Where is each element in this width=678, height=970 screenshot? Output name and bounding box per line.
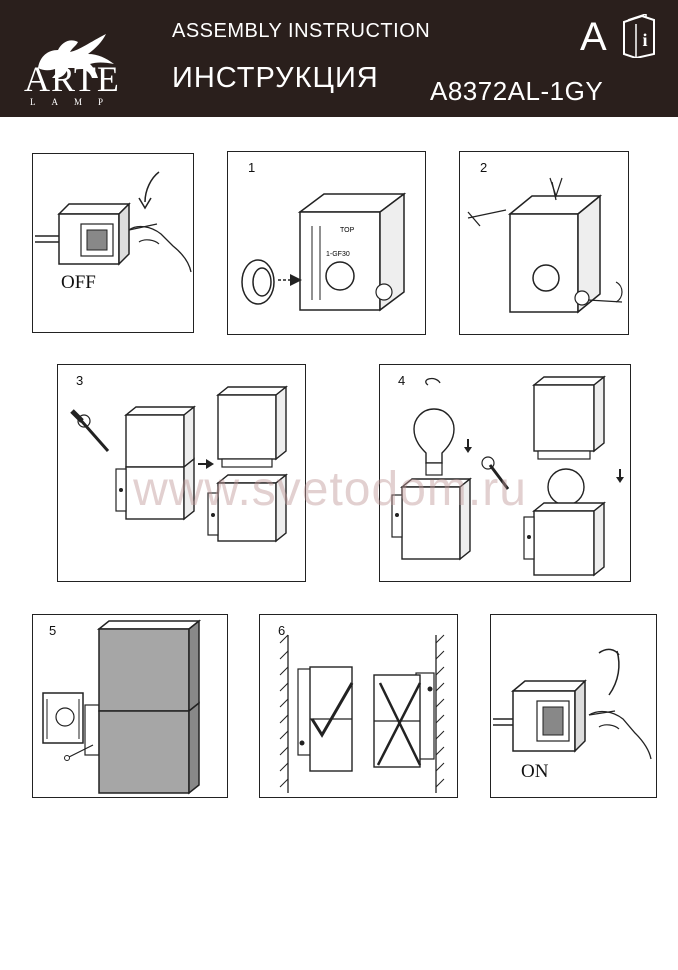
info-glyph: i [642, 30, 647, 50]
model-code: A8372AL-1GY [430, 76, 604, 106]
box-marking: 1-GF30 [326, 251, 350, 258]
step-number: 3 [76, 373, 84, 388]
step-4-panel: 4 [379, 364, 631, 582]
lamp-disassembly-illustration [70, 385, 288, 543]
step-number: 1 [248, 160, 256, 175]
step-number: 4 [398, 373, 406, 388]
step-off-panel: OFF [32, 153, 194, 333]
header-bar: ARTE LAMP ASSEMBLY INSTRUCTION ИНСТРУКЦИ… [0, 0, 678, 117]
step-2-panel: 2 [459, 151, 629, 335]
switch-on-illustration [493, 648, 652, 760]
top-marking: TOP [340, 227, 355, 234]
brand-subtitle: LAMP [30, 97, 120, 107]
step-3-panel: 3 [57, 364, 306, 582]
on-caption: ON [521, 761, 549, 782]
step-number: 2 [480, 160, 488, 175]
switch-off-illustration [35, 171, 192, 273]
bulb-install-illustration [391, 375, 624, 577]
watermark: www.svetodom.ru [133, 463, 527, 516]
griffin-logo-icon [38, 34, 114, 78]
step-on-panel: ON [490, 614, 657, 798]
title-english: ASSEMBLY INSTRUCTION [172, 20, 431, 42]
info-book-icon: i [623, 14, 655, 58]
off-caption: OFF [61, 272, 96, 293]
step-number: 6 [278, 623, 286, 638]
box-fixing-illustration [467, 177, 623, 314]
orientation-illustration [279, 634, 445, 793]
brand-name: ARTE [24, 59, 120, 99]
title-russian: ИНСТРУКЦИЯ [172, 62, 379, 94]
junction-box-illustration: 1-GF30 TOP [241, 192, 407, 312]
step-number: 5 [49, 623, 57, 638]
step-6-panel: 6 [259, 614, 458, 798]
step-1-panel: 1 1-GF30 TOP [227, 151, 426, 335]
version-letter: A [580, 15, 607, 59]
step-5-panel: 5 [32, 614, 228, 798]
mount-lamp-illustration [42, 619, 202, 795]
